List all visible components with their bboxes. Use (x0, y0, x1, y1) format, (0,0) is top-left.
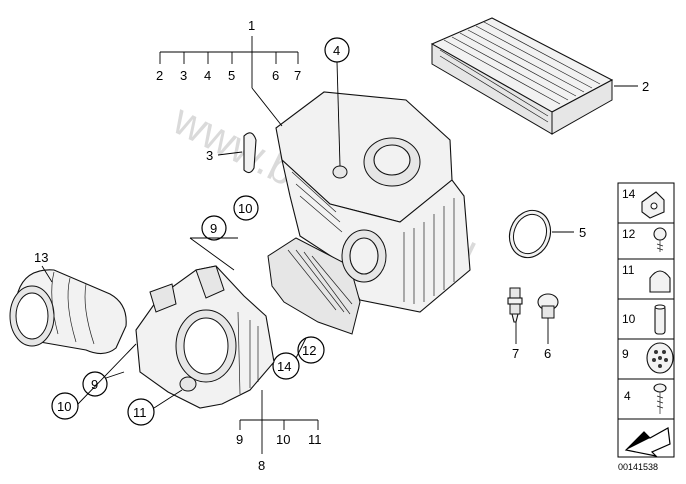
callout-9-lower: 9 (91, 377, 98, 392)
clip-nut-icon (641, 191, 665, 219)
callout-5-row: 5 (228, 68, 235, 83)
pressure-sensor[interactable] (537, 293, 559, 319)
air-filter-housing[interactable] (267, 91, 471, 335)
callout-3-row: 3 (180, 68, 187, 83)
callout-10-lower: 10 (57, 399, 71, 414)
callout-2-filter: 2 (642, 79, 649, 94)
callout-7-sensor: 7 (512, 346, 519, 361)
intake-hose[interactable] (9, 269, 127, 355)
callout-4-row: 4 (204, 68, 211, 83)
callout-11-lower: 11 (133, 405, 147, 420)
callout-2-row: 2 (156, 68, 163, 83)
callout-12: 12 (302, 343, 316, 358)
side-cell-14[interactable]: 14 (617, 182, 675, 224)
side-cell-12[interactable]: 12 (617, 222, 675, 260)
document-number: 00141538 (618, 462, 658, 472)
callout-6-sensor: 6 (544, 346, 551, 361)
callout-14: 14 (277, 359, 291, 374)
callout-6-row: 6 (272, 68, 279, 83)
svg-text:9: 9 (622, 347, 629, 361)
svg-text:10: 10 (622, 312, 636, 326)
arrow-icon (624, 427, 671, 457)
side-cell-11[interactable]: 11 (617, 258, 675, 300)
callout-5-seal: 5 (579, 225, 586, 240)
grommet-icon (646, 342, 674, 374)
self-tapping-screw-icon (653, 383, 667, 414)
temperature-sensor[interactable] (507, 287, 523, 323)
callout-8: 8 (258, 458, 265, 473)
callout-13: 13 (34, 250, 48, 265)
air-filter-element[interactable] (430, 17, 614, 135)
sealing-ring[interactable] (503, 205, 557, 264)
svg-text:4: 4 (624, 389, 631, 403)
svg-text:12: 12 (622, 227, 636, 241)
side-cell-9[interactable]: 9 (617, 338, 675, 380)
svg-text:11: 11 (622, 263, 635, 277)
sleeve-icon (654, 304, 666, 335)
screw-icon (653, 227, 667, 252)
side-cell-10[interactable]: 10 (617, 298, 675, 340)
rubber-cap-icon (649, 270, 671, 293)
side-cell-4[interactable]: 4 (617, 378, 675, 420)
retaining-clip[interactable] (243, 132, 257, 174)
callout-9-upper: 9 (210, 221, 217, 236)
callout-4-circle: 4 (333, 43, 340, 58)
next-page-arrow-cell[interactable] (617, 418, 675, 458)
small-parts-panel: 14 12 11 10 (617, 182, 675, 458)
callout-10-upper: 10 (238, 201, 252, 216)
callout-10-bottom: 10 (276, 432, 290, 447)
callout-11-bottom: 11 (308, 432, 322, 447)
svg-text:14: 14 (622, 187, 636, 201)
callout-7-row: 7 (294, 68, 301, 83)
callout-1: 1 (248, 18, 255, 33)
intake-duct[interactable] (135, 265, 275, 409)
callout-3-clip: 3 (206, 148, 213, 163)
callout-9-bottom: 9 (236, 432, 243, 447)
